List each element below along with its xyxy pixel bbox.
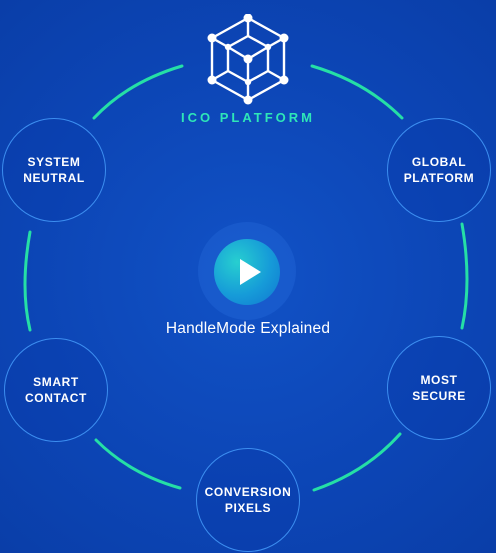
platform-title: ICO PLATFORM [181, 110, 315, 125]
node-smart-contact: SMART CONTACT [4, 338, 108, 442]
arc-logo-system [92, 64, 184, 120]
arc-secure-conversion [312, 432, 402, 492]
node-label: SYSTEM NEUTRAL [23, 155, 85, 185]
node-label: CONVERSION PIXELS [204, 485, 292, 515]
node-label: GLOBAL PLATFORM [403, 155, 475, 185]
play-icon [240, 259, 261, 285]
node-label: SMART CONTACT [25, 375, 87, 405]
node-conversion-pixels: CONVERSION PIXELS [196, 448, 300, 552]
node-most-secure: MOST SECURE [387, 336, 491, 440]
node-system-neutral: SYSTEM NEUTRAL [2, 118, 106, 222]
node-global-platform: GLOBAL PLATFORM [387, 118, 491, 222]
network-cube-icon [204, 13, 292, 106]
play-button[interactable] [214, 239, 280, 305]
node-label: MOST SECURE [412, 373, 466, 403]
arc-system-smart [23, 230, 32, 332]
arc-global-secure [460, 222, 469, 330]
arc-smart-conversion [94, 438, 182, 490]
video-caption: HandleMode Explained [165, 320, 331, 337]
arc-logo-global [310, 64, 404, 120]
